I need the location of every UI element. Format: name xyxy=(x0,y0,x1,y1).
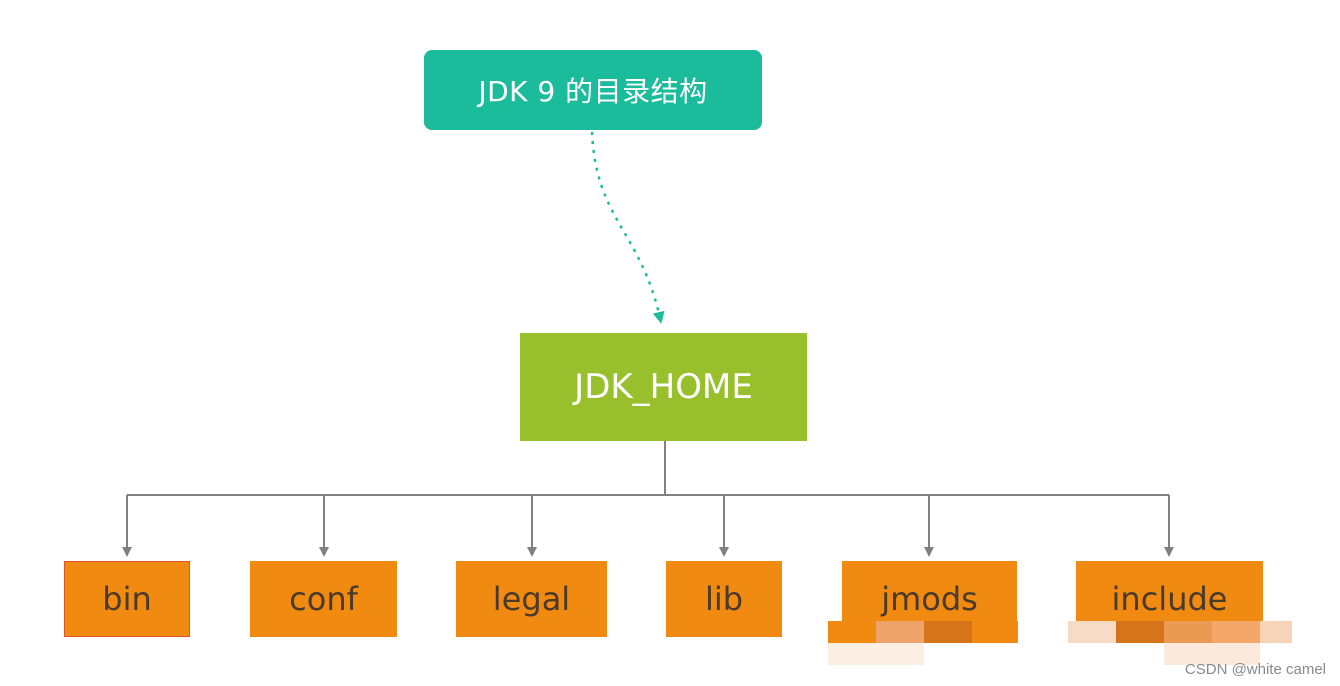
leaf-label: bin xyxy=(102,580,152,618)
jdk-home-label: JDK_HOME xyxy=(574,367,753,407)
root-node-label: JDK 9 的目录结构 xyxy=(478,75,708,108)
leaf-label: conf xyxy=(289,580,358,618)
dotted-connector xyxy=(590,131,665,324)
leaf-node-bin: bin xyxy=(64,561,190,637)
leaf-label: include xyxy=(1111,580,1228,618)
watermark: CSDN @white camel xyxy=(1184,661,1326,678)
jdk-home-node: JDK_HOME xyxy=(520,333,807,441)
leaf-label: legal xyxy=(492,580,571,618)
leaf-label: lib xyxy=(704,580,744,618)
leaf-node-lib: lib xyxy=(666,561,782,637)
leaf-node-legal: legal xyxy=(456,561,607,637)
leaf-label: jmods xyxy=(881,580,978,618)
leaf-node-conf: conf xyxy=(250,561,397,637)
root-node: JDK 9 的目录结构 xyxy=(424,50,762,130)
